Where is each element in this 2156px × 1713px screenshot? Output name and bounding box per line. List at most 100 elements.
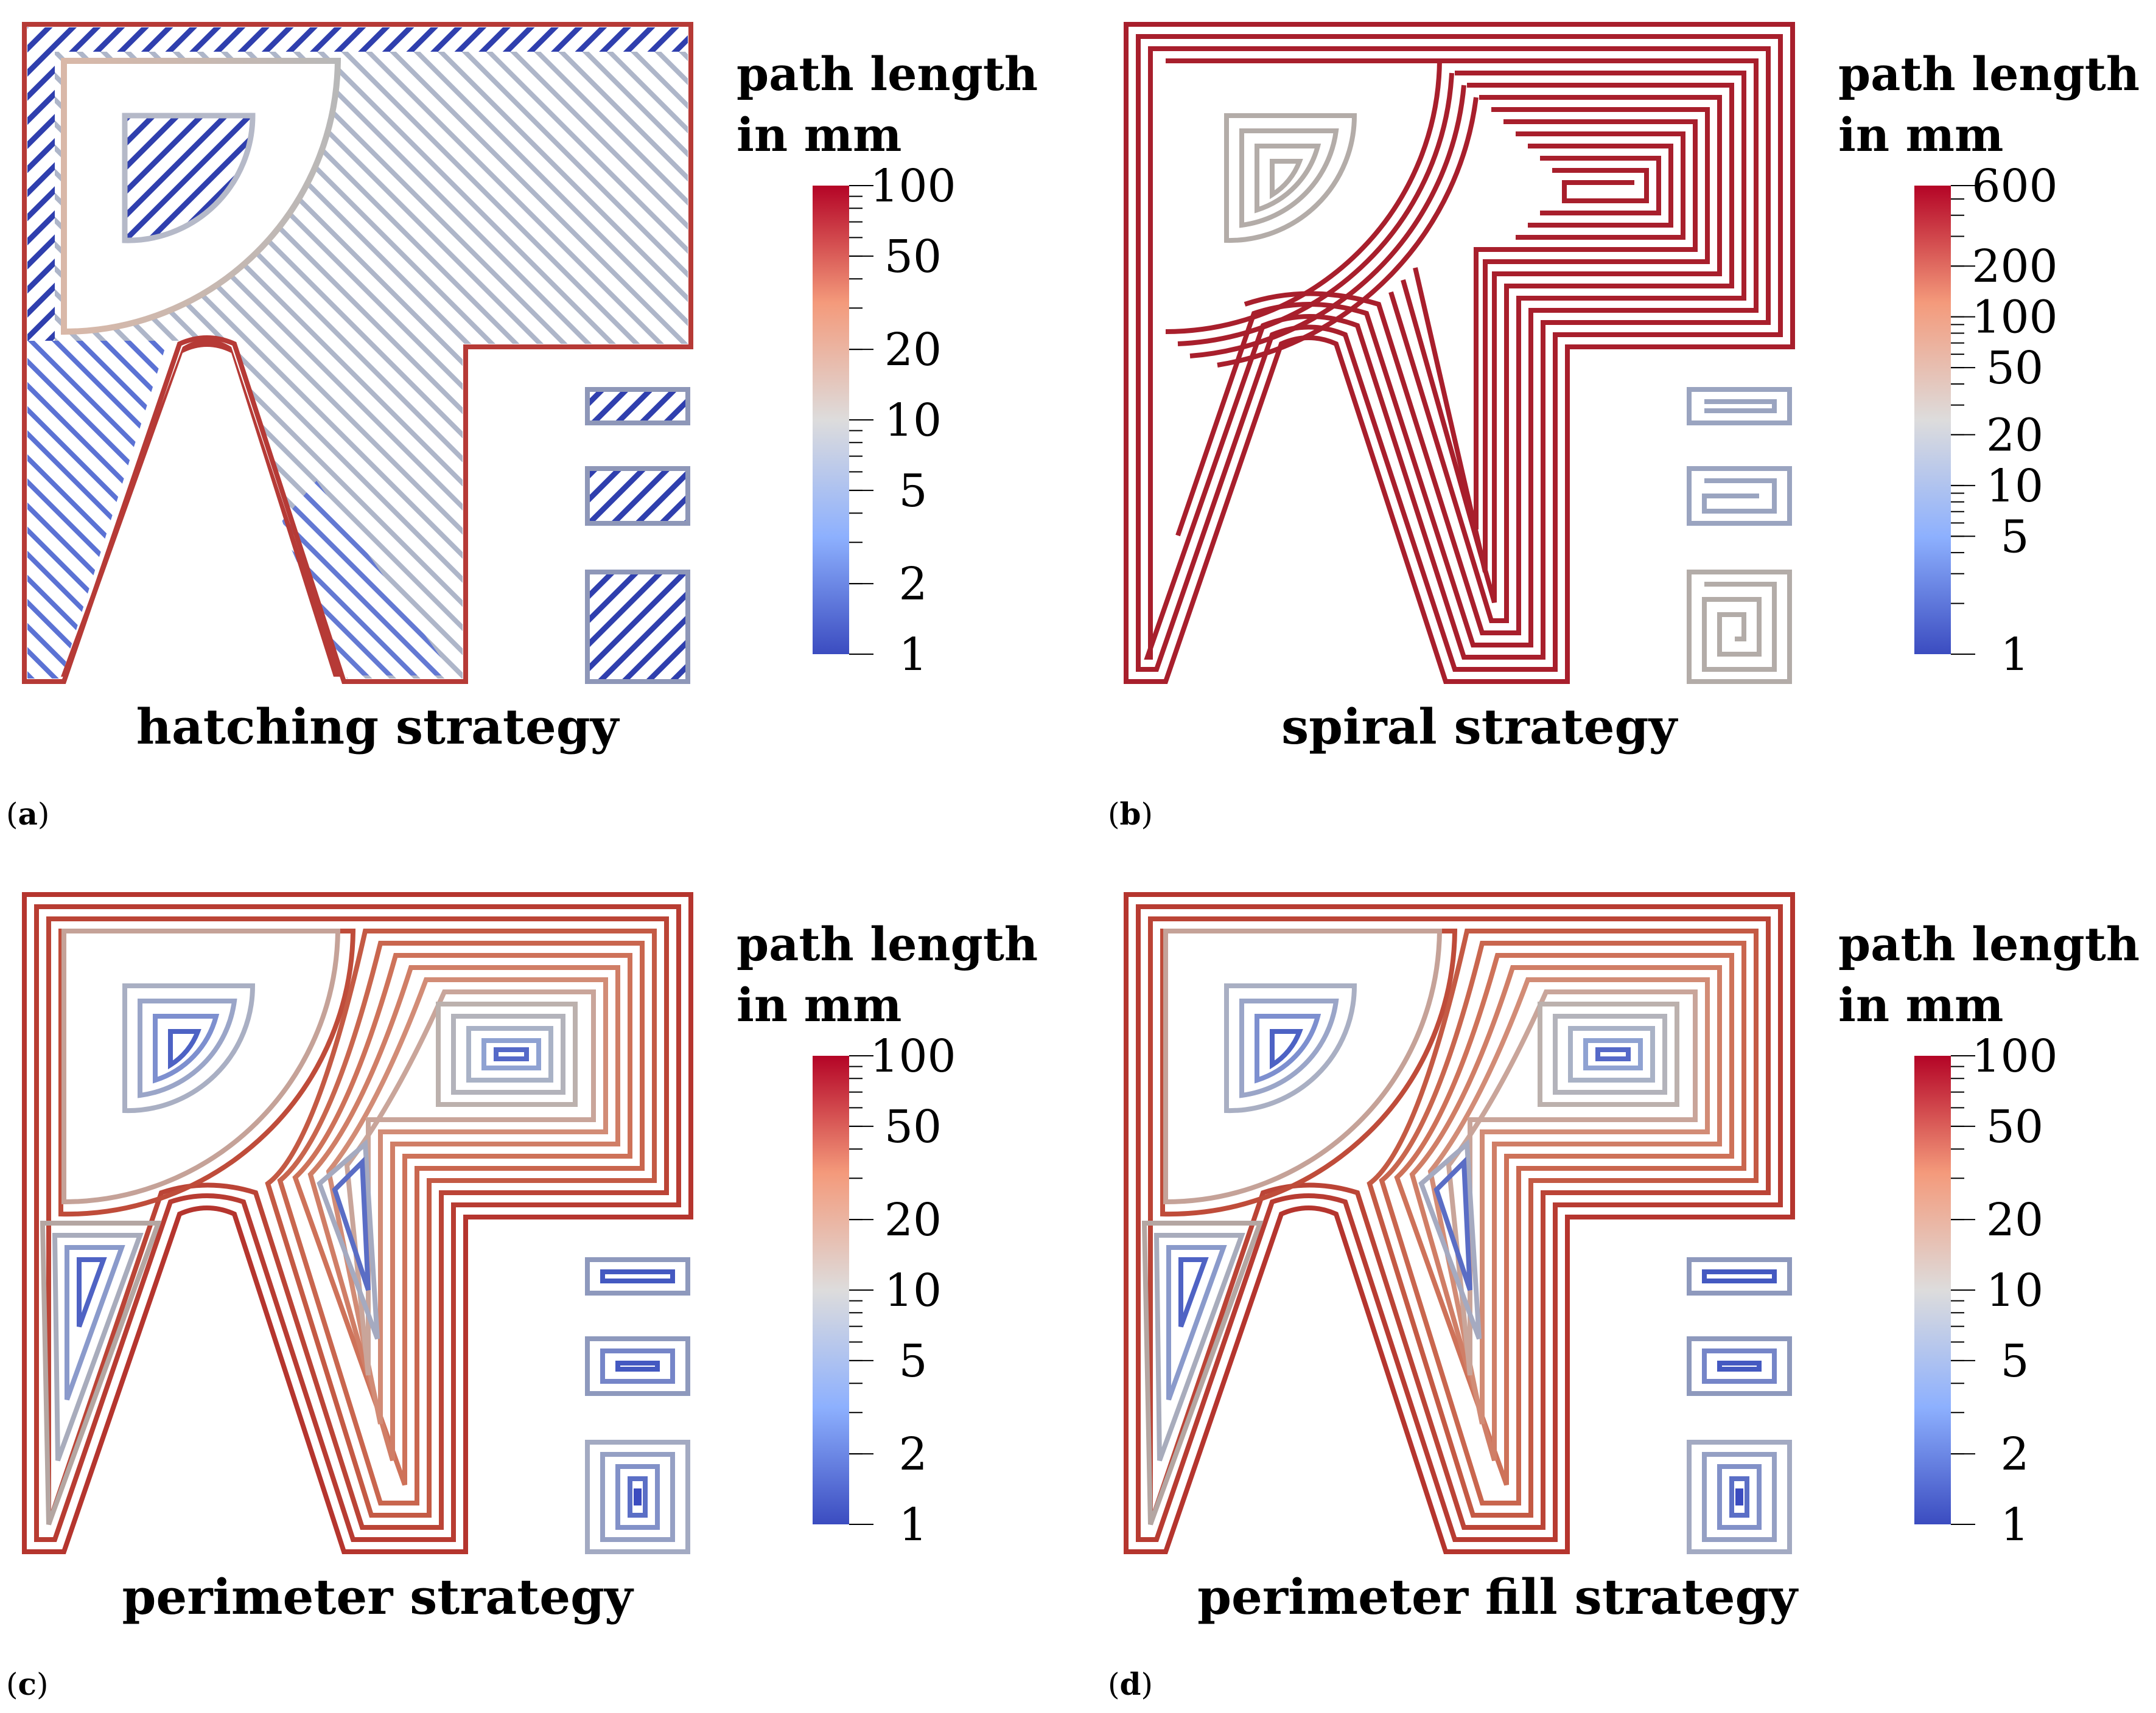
caption-d: perimeter fill strategy [1197, 1568, 1799, 1625]
perimeter-inner-rect-4 [481, 1038, 541, 1070]
spiral-ring-6 [1388, 83, 1734, 623]
perimeter-ring-2 [34, 904, 681, 1542]
spiral-rect-3 [1687, 570, 1792, 684]
pf-tri-left-3 [1166, 1245, 1227, 1401]
colorbar-tick-label: 20 [1986, 409, 2043, 461]
pf-inner-rect-4 [1583, 1038, 1643, 1070]
pf-ring-10 [1446, 989, 1698, 1376]
part-drawing-d [1124, 892, 1795, 1554]
pf-d-3 [1255, 1014, 1321, 1084]
panel-c: perimeter strategy (c) path length in mm… [6, 892, 1038, 1702]
colorbar-tick-label: 2 [2000, 1428, 2029, 1481]
perimeter-ring-3 [46, 916, 669, 1530]
pf-ring-8 [1409, 965, 1722, 1462]
colorbar-tick-label: 100 [1972, 1030, 2057, 1083]
colorbar-title-a-2: in mm [737, 108, 901, 162]
colorbar-title-a-1: path length [737, 47, 1038, 101]
pf-disk-outline [1163, 929, 1443, 1205]
pf-ring-5 [1367, 929, 1759, 1518]
c-rect2-inner [615, 1361, 660, 1372]
panel-label-d: (d) [1108, 1666, 1153, 1702]
perimeter-ring-10 [344, 989, 596, 1376]
d-rect2-outer [1687, 1336, 1792, 1396]
spiral-ring-8 [1413, 107, 1710, 573]
c-rect3-5 [634, 1488, 642, 1505]
c-rect1-inner [600, 1269, 675, 1283]
perimeter-tri-left-4 [77, 1257, 107, 1328]
perimeter-ring-5 [265, 929, 657, 1518]
caption-b: spiral strategy [1281, 698, 1678, 755]
d-rect3-3 [1717, 1464, 1762, 1530]
colorbar-tick-label: 200 [1972, 240, 2057, 293]
colorbar-tick-label: 10 [1986, 1265, 2043, 1317]
pf-ring-6 [1379, 941, 1746, 1505]
d-rect1-outer [1687, 1257, 1792, 1296]
spiral-arc-2 [1177, 72, 1454, 346]
pf-inner-rect-1 [1538, 1002, 1679, 1107]
colorbar-tick-label: 100 [1972, 291, 2057, 344]
triangle-fill [70, 350, 332, 672]
d-rect2-inner [1717, 1361, 1762, 1372]
spiral-ring-5 [1244, 71, 1746, 635]
colorbar-tick-label: 20 [884, 324, 942, 376]
c-rect3-1 [585, 1440, 690, 1554]
hatch-region-blue-lower-mid [280, 481, 453, 675]
c-rect1-outer [585, 1257, 690, 1296]
perimeter-ring-7 [292, 953, 632, 1486]
panel-d: perimeter fill strategy (d) path length … [1108, 892, 2140, 1702]
hatch-region-blue-lower-left [27, 341, 167, 679]
pf-d-2 [1239, 999, 1339, 1098]
perimeter-tri-mid-1 [317, 1139, 380, 1340]
c-rect2-mid [600, 1348, 675, 1384]
colorbar-tick-label: 10 [884, 394, 942, 447]
perimeter-tri-mid-2 [332, 1156, 371, 1291]
perimeter-tri-left-3 [65, 1245, 125, 1401]
colorbar-tick-label: 100 [870, 1030, 956, 1083]
perimeter-inner-rect-5 [494, 1047, 529, 1061]
panel-label-c: (c) [6, 1666, 48, 1702]
small-rects-b [1687, 387, 1792, 684]
panel-b: spiral strategy (b) path length in mm 60… [1108, 22, 2140, 832]
perimeter-ring-8 [307, 965, 620, 1462]
colorbar-tick-label: 50 [884, 231, 942, 283]
perimeter-inner-rect-2 [451, 1014, 565, 1095]
colorbar-tick-label: 600 [1972, 160, 2057, 212]
colorbar-tick-label: 1 [898, 1499, 927, 1551]
perimeter-d-3 [153, 1014, 220, 1084]
colorbar-tick-label: 20 [884, 1194, 942, 1246]
colorbar-tick-label: 10 [884, 1265, 942, 1317]
colorbar-tick-label: 10 [1986, 460, 2043, 512]
pf-ring-1 [1124, 892, 1795, 1554]
colorbar-tick-label: 2 [898, 1428, 927, 1481]
colorbar-tick-label: 1 [898, 629, 927, 681]
perimeter-ring-4 [58, 929, 356, 1217]
c-rect3-2 [600, 1452, 675, 1542]
small-rect-2 [585, 466, 690, 526]
perimeter-d-2 [138, 999, 237, 1098]
c-rect2-outer [585, 1336, 690, 1396]
colorbar-tick-label: 2 [898, 558, 927, 610]
colorbar-title-b-1: path length [1838, 47, 2140, 101]
spiral-ring-2 [1136, 34, 1783, 672]
panel-letter-c: c [18, 1666, 37, 1702]
colorbar-title-d-1: path length [1838, 917, 2140, 971]
pf-ring-3 [1148, 916, 1771, 1530]
colorbar-tick-label: 1 [2000, 1499, 2029, 1551]
perimeter-disk-outline [61, 929, 341, 1205]
colorbar-tick-label: 50 [1986, 1101, 2043, 1153]
pf-inner-rect-2 [1553, 1014, 1667, 1095]
d-rect3-5 [1735, 1488, 1743, 1505]
d-rect3-4 [1729, 1476, 1749, 1518]
caption-a: hatching strategy [136, 698, 620, 755]
d-rect3-2 [1702, 1452, 1777, 1542]
d-rect3-1 [1687, 1440, 1792, 1554]
pf-tri-mid-2 [1433, 1156, 1472, 1291]
colorbar-tick-label: 5 [2000, 1335, 2029, 1387]
perimeter-tri-left-2 [52, 1233, 144, 1462]
part-drawing-b [1124, 22, 1795, 684]
panel-label-b: (b) [1108, 796, 1153, 832]
